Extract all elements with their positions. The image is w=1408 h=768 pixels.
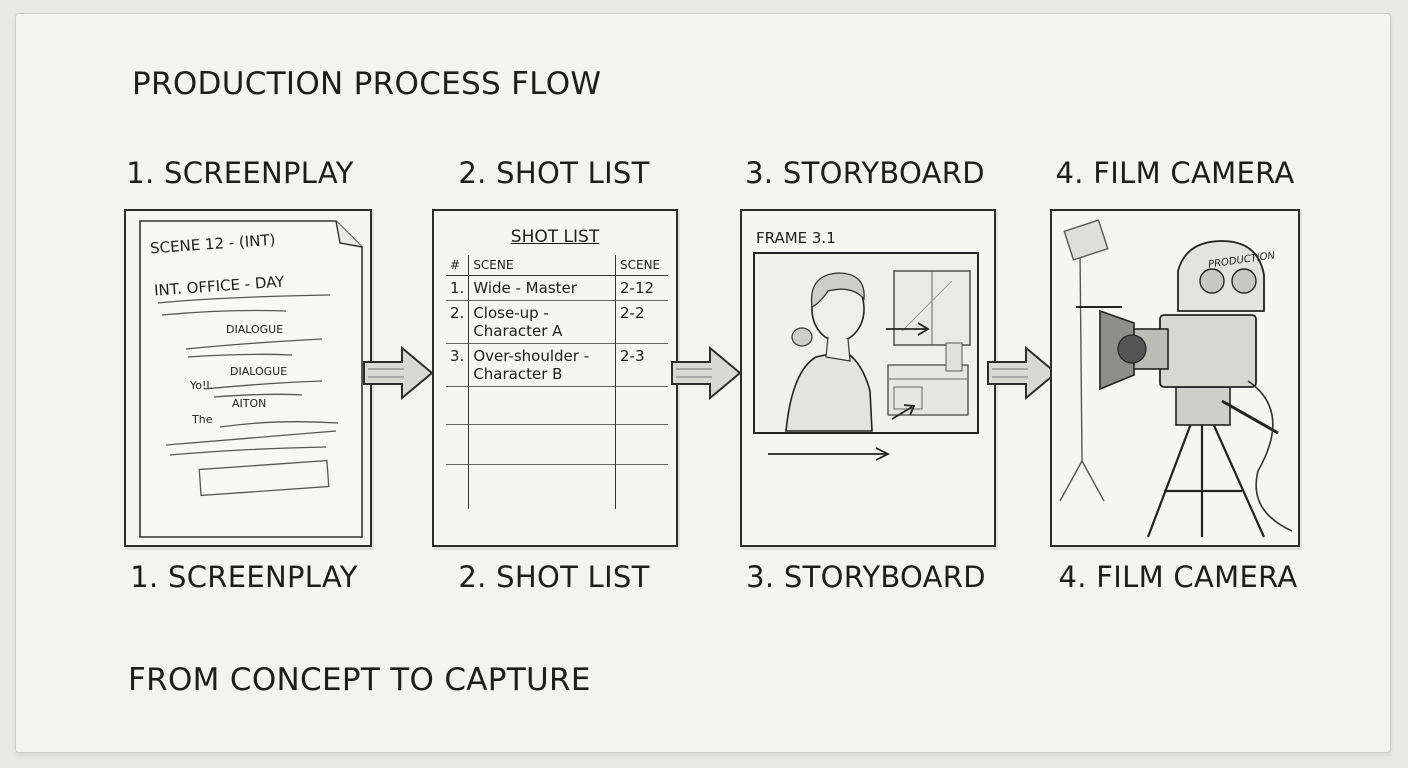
step-label-top-storyboard: 3. STORYBOARD bbox=[745, 156, 985, 190]
flow-arrow-1 bbox=[363, 345, 434, 401]
row-num: 2. bbox=[450, 304, 465, 322]
page-title: PRODUCTION PROCESS FLOW bbox=[132, 66, 602, 102]
shot-list-panel: SHOT LIST # SCENE SCENE 1. Wide - Master… bbox=[432, 209, 678, 547]
row-shot: Wide - Master bbox=[468, 275, 616, 301]
header-num: # bbox=[450, 258, 461, 272]
table-row-empty bbox=[446, 424, 668, 465]
shot-list-table: # SCENE SCENE 1. Wide - Master 2-12 2. C… bbox=[446, 255, 668, 509]
step-label-top-screenplay: 1. SCREENPLAY bbox=[126, 156, 354, 190]
film-camera-sketch bbox=[1059, 219, 1293, 538]
flow-arrow-3 bbox=[987, 345, 1058, 401]
table-row: 2. Close-up -Character A 2-2 bbox=[446, 300, 668, 344]
row-scene: 2-3 bbox=[615, 343, 668, 387]
frame-label: FRAME 3.1 bbox=[756, 229, 836, 247]
flow-arrow-2 bbox=[671, 345, 742, 401]
screenplay-panel: SCENE 12 - (INT) INT. OFFICE - DAY DIALO… bbox=[124, 209, 372, 547]
storyboard-panel: FRAME 3.1 bbox=[740, 209, 996, 547]
shot-list-header-row: # SCENE SCENE bbox=[446, 255, 668, 276]
step-label-bottom-screenplay: 1. SCREENPLAY bbox=[130, 560, 358, 594]
dialogue-cue-2: DIALOGUE bbox=[230, 365, 288, 378]
row-num: 3. bbox=[450, 347, 465, 365]
step-label-bottom-film-camera: 4. FILM CAMERA bbox=[1058, 560, 1298, 594]
action-line: The bbox=[192, 413, 213, 426]
row-scene: 2-12 bbox=[615, 275, 668, 301]
step-label-bottom-storyboard: 3. STORYBOARD bbox=[746, 560, 986, 594]
screenplay-sketch bbox=[139, 220, 363, 538]
row-shot-line-2: Character A bbox=[473, 322, 563, 340]
action-cue: AITON bbox=[232, 397, 267, 410]
film-camera-panel: PRODUCTION bbox=[1050, 209, 1300, 547]
header-scene: SCENE bbox=[615, 255, 668, 276]
storyboard-sketch bbox=[753, 252, 979, 461]
dialogue-cue-1: DIALOGUE bbox=[226, 323, 284, 336]
table-row: 1. Wide - Master 2-12 bbox=[446, 275, 668, 301]
step-label-bottom-shot-list: 2. SHOT LIST bbox=[458, 560, 650, 594]
row-scene: 2-2 bbox=[615, 300, 668, 344]
table-row-empty bbox=[446, 464, 668, 509]
step-label-top-shot-list: 2. SHOT LIST bbox=[458, 156, 650, 190]
row-shot: Over-shoulder - bbox=[473, 347, 590, 365]
header-shot: SCENE bbox=[468, 255, 616, 276]
row-shot: Close-up - bbox=[473, 304, 549, 322]
shot-list-title: SHOT LIST bbox=[510, 227, 600, 247]
speaker-line: Yo!I. bbox=[190, 379, 214, 392]
footer-tagline: FROM CONCEPT TO CAPTURE bbox=[128, 662, 591, 698]
table-row-empty bbox=[446, 386, 668, 425]
row-shot-line-2: Character B bbox=[473, 365, 563, 383]
table-row: 3. Over-shoulder -Character B 2-3 bbox=[446, 343, 668, 387]
row-num: 1. bbox=[450, 279, 465, 297]
step-label-top-film-camera: 4. FILM CAMERA bbox=[1055, 156, 1295, 190]
